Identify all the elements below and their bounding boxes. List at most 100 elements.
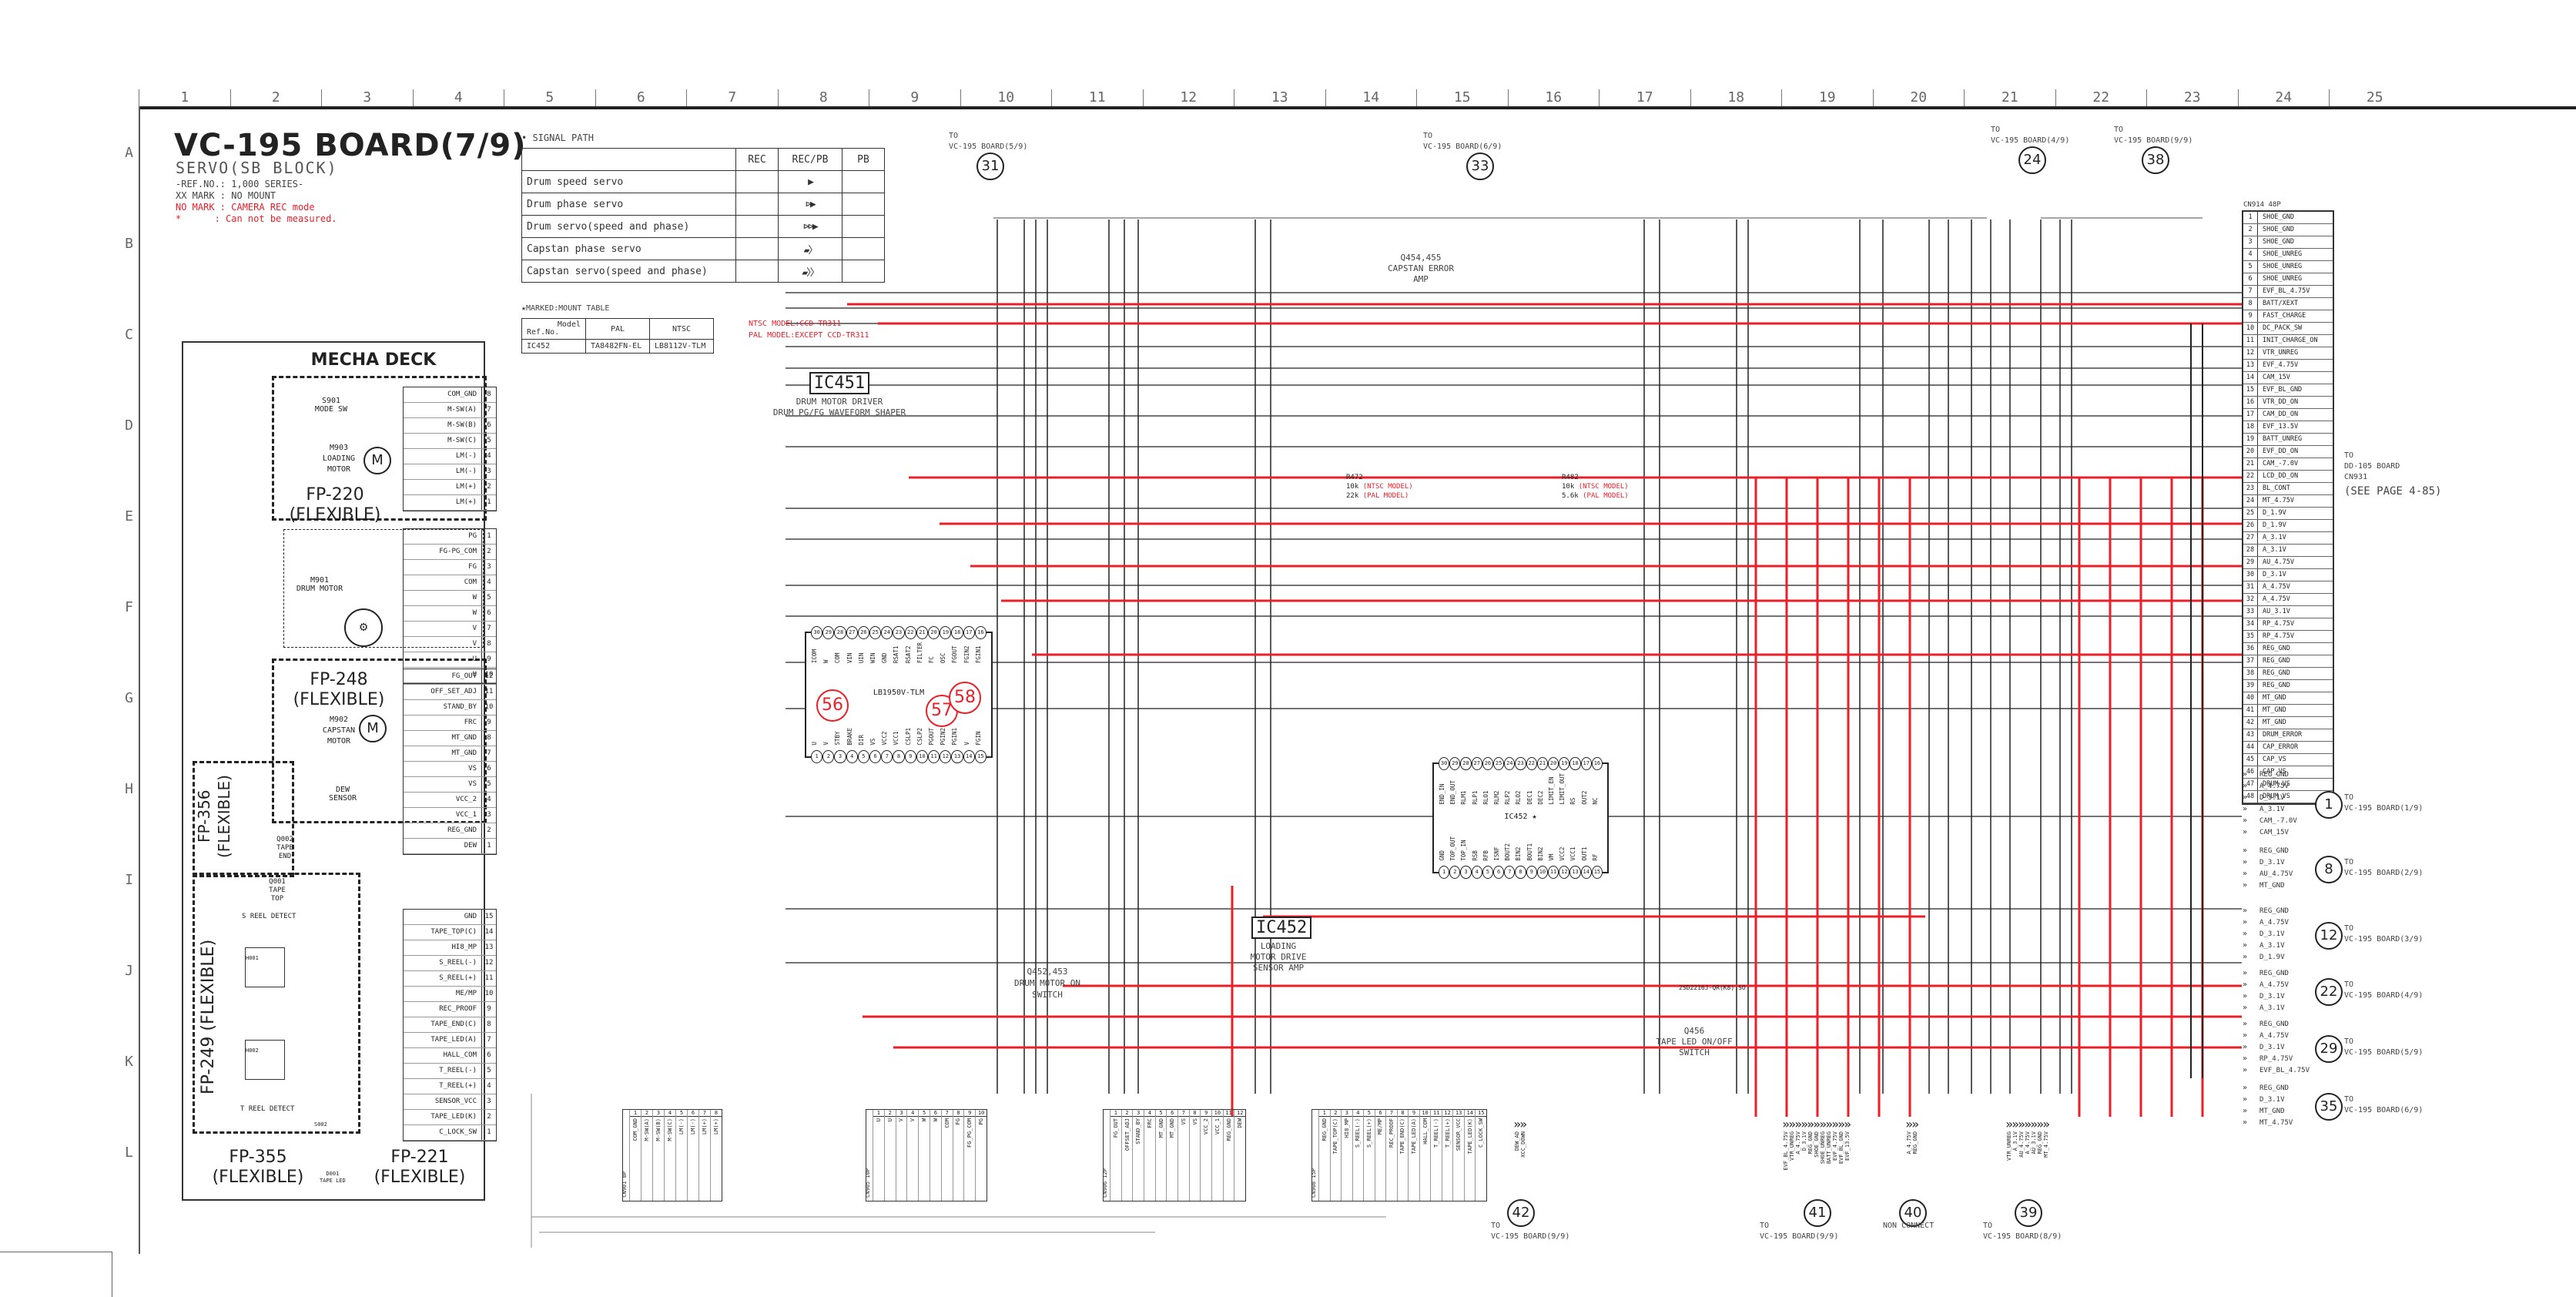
chip-pin-label: VM [1548, 853, 1556, 861]
port-arrow-icon: » [2243, 805, 2248, 813]
pin-number: 7 [481, 746, 496, 761]
pin-signal: FG_PG_COM [966, 1118, 973, 1148]
pin-number: 12 [481, 669, 496, 684]
port-arrow-icon: » [2243, 1118, 2248, 1127]
pin-number: 10 [976, 1110, 987, 1117]
signal-path-col-recpb: REC/PB [778, 148, 842, 171]
pin-row: TAPE_LED(K)2 [404, 1110, 496, 1125]
pin-signal: LM(+) [455, 498, 477, 506]
pin-number: 13 [481, 940, 496, 955]
pin-signal: SHOE_GND [2263, 238, 2294, 246]
chip-pin-label: WIN [869, 652, 877, 664]
signal-path-label: Drum servo(speed and phase) [521, 215, 736, 238]
column-index: 23 [2146, 89, 2238, 106]
right-ref-marker: 29 [2315, 1034, 2343, 1063]
pin-number: 6 [930, 1110, 941, 1117]
pin-row: M-SW(A)7 [404, 403, 496, 418]
q002-ref: Q002 [276, 836, 293, 843]
port-arrow-icon: » [2243, 1043, 2248, 1051]
pin-number: 12 [1234, 1110, 1246, 1117]
drum-servo-arrow-icon: ⊳⊳▶ [778, 215, 842, 238]
pin-number: 19 [2243, 434, 2258, 445]
chip-pin-number: 19 [1559, 757, 1570, 770]
pin-signal: LM(+) [713, 1118, 719, 1135]
port-signal: VTR_UNREG [2006, 1131, 2012, 1161]
s901-ref: S901 [321, 397, 341, 405]
pin-signal: LM(+) [702, 1118, 708, 1135]
pin-number: 38 [2243, 668, 2258, 679]
signal-path-col [521, 148, 736, 171]
right-ref-to: TO [2344, 923, 2354, 933]
m902-desc1: CAPSTAN [322, 726, 356, 735]
chip-pin-label: VIN [846, 652, 853, 664]
port-row: »A_4.75V [2243, 780, 2297, 792]
pin-row: M-SW(C)5 [404, 434, 496, 449]
pin-number: 8 [2243, 298, 2258, 310]
ic451-label-block: IC451 [793, 372, 886, 394]
bottom-port: »SHOE_UNREG [1819, 1117, 1827, 1171]
chip-pin-number: 25 [1493, 757, 1505, 770]
see-page-note: (SEE PAGE 4-85) [2344, 485, 2442, 498]
pin-signal: PG [468, 532, 477, 540]
pin-number: 3 [653, 1110, 664, 1117]
pin-signal: A_4.75V [2263, 595, 2290, 603]
m902-desc2: MOTOR [327, 737, 351, 746]
chip-pin-number: 20 [928, 626, 940, 639]
pin-number: 2 [481, 823, 496, 838]
row-index: E [125, 508, 133, 524]
chip-pin-label: W [822, 659, 830, 664]
pin-signal: SENSOR_VCC [434, 1098, 477, 1105]
bottom-ref-to: TO [1983, 1222, 1993, 1230]
d001-desc: TAPE LED [320, 1178, 346, 1184]
chip-pin-number: 4 [1471, 866, 1482, 879]
m903-ref: M903 [329, 444, 349, 452]
bottom-ref-board: VC-195 BOARD(9/9) [1491, 1232, 1570, 1241]
port-arrow-icon: » [2243, 816, 2248, 825]
row-index: F [125, 599, 133, 615]
right-ref-port-list: »REG_GND»D_3.1V»AU_4.75V»MT_GND [2243, 845, 2293, 891]
pin-signal: FG [955, 1118, 962, 1125]
pin-signal: INIT_CHARGE_ON [2263, 337, 2318, 344]
pin-number: 1 [481, 1125, 496, 1140]
column-index: 8 [777, 89, 869, 106]
chip-pin-label: NC [1591, 797, 1599, 805]
pin-number: 23 [2243, 483, 2258, 494]
port-arrow-icon: » [1807, 1117, 1814, 1131]
row-index: C [125, 327, 133, 343]
pin-signal: M-SW(A) [447, 406, 477, 414]
pin-signal: VCC_2 [455, 796, 477, 803]
pin-number: 3 [2243, 236, 2258, 248]
pin-number: 2 [481, 1110, 496, 1124]
pin-signal: SHOE_UNREG [2263, 275, 2303, 283]
pin-number: 5 [1364, 1110, 1375, 1117]
port-row: »A_3.1V [2243, 1002, 2289, 1014]
signal-path-row: Capstan servo(speed and phase)▰〉〉 [521, 260, 885, 283]
port-signal: D_3.1V [2259, 858, 2285, 866]
chip-pin-number: 15 [974, 750, 987, 763]
port-arrow-icon: » [1519, 1117, 1527, 1131]
pin-signal: W [472, 594, 477, 602]
